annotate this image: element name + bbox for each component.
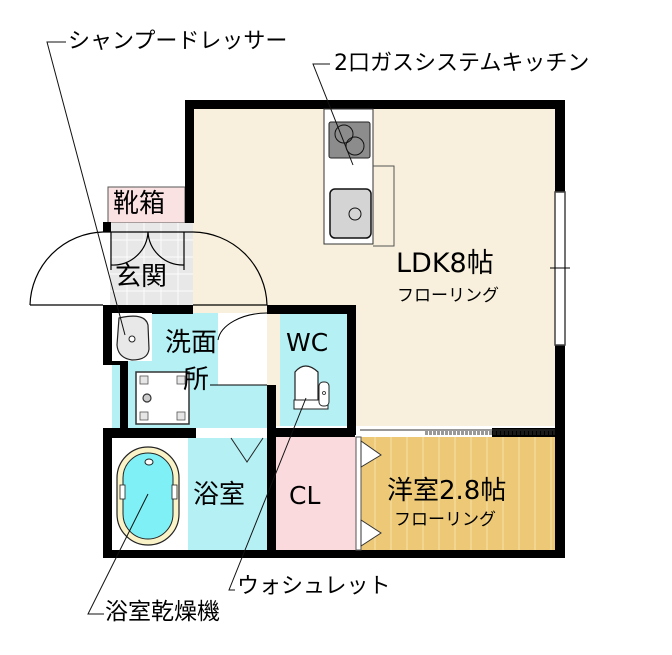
room-label-washroom-2: 所 — [183, 365, 210, 395]
shoe-box-area — [107, 186, 186, 224]
room-label-washroom-1: 洗面 — [165, 328, 218, 358]
washing-machine-pan — [135, 371, 190, 425]
wash-basin — [112, 313, 152, 361]
western-room-floor — [360, 437, 555, 550]
room-label-closet: CL — [289, 481, 321, 510]
toilet — [293, 365, 330, 410]
callout-washlet: ウォシュレット — [237, 574, 391, 599]
callout-gas-kitchen: 2口ガスシステムキッチン — [334, 51, 590, 76]
room-label-western-room: 洋室2.8帖 — [387, 476, 507, 506]
closet-floor — [276, 437, 356, 550]
kitchen-counter — [323, 108, 395, 247]
room-label-bathroom: 浴室 — [193, 480, 246, 510]
bathtub — [116, 446, 180, 546]
room-label-shoe-box: 靴箱 — [113, 189, 166, 219]
room-floor-ldk: フローリング — [397, 286, 499, 306]
room-label-ldk: LDK8帖 — [396, 248, 494, 279]
room-label-entrance: 玄関 — [115, 262, 168, 292]
walls — [103, 100, 565, 558]
bathroom-floor — [188, 438, 268, 550]
entrance-doors — [29, 231, 268, 306]
room-label-wc: WC — [286, 328, 329, 357]
sink — [329, 188, 372, 239]
callout-bath-dryer: 浴室乾燥機 — [105, 599, 220, 625]
room-floor-western-room: フローリング — [394, 510, 496, 530]
callout-shampoo-dresser: シャンプードレッサー — [68, 29, 288, 54]
